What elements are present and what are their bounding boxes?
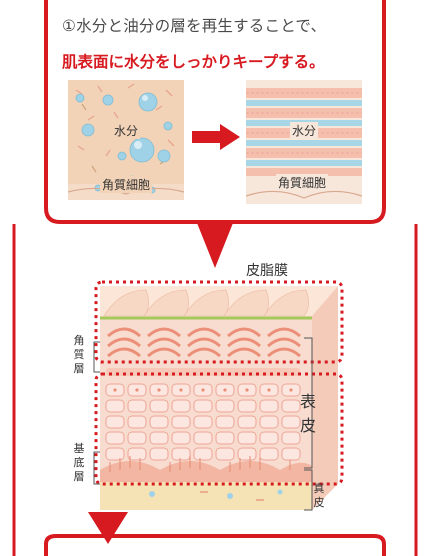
skin-layers-illustration bbox=[93, 280, 344, 511]
before-panel: 水分 角質細胞 bbox=[67, 80, 185, 200]
stratum-corneum-label: 角質層 bbox=[73, 334, 85, 375]
epidermis-label: 表皮 bbox=[299, 392, 316, 435]
dermis-label: 真皮 bbox=[313, 482, 325, 509]
caption-line-1: ①水分と油分の層を再生することで、 bbox=[62, 17, 327, 35]
after-water-label: 水分 bbox=[290, 122, 319, 139]
caption-line-2: 肌表面に水分をしっかりキープする。 bbox=[62, 53, 325, 71]
skin-section-diagram: 皮脂膜 角質層 基底層 表皮 真皮 bbox=[60, 256, 380, 526]
dry-cell-illustration bbox=[67, 80, 185, 200]
sebum-label: 皮脂膜 bbox=[246, 263, 288, 279]
after-panel: 水分 角質細胞 bbox=[245, 80, 363, 204]
after-cell-label: 角質細胞 bbox=[276, 174, 329, 191]
caption: ①水分と油分の層を再生することで、 肌表面に水分をしっかりキープする。 bbox=[62, 14, 382, 72]
basal-layer-label: 基底層 bbox=[73, 442, 85, 483]
right-arrow-icon bbox=[192, 124, 240, 150]
before-water-label: 水分 bbox=[112, 122, 141, 139]
before-cell-label: 角質細胞 bbox=[100, 176, 153, 193]
